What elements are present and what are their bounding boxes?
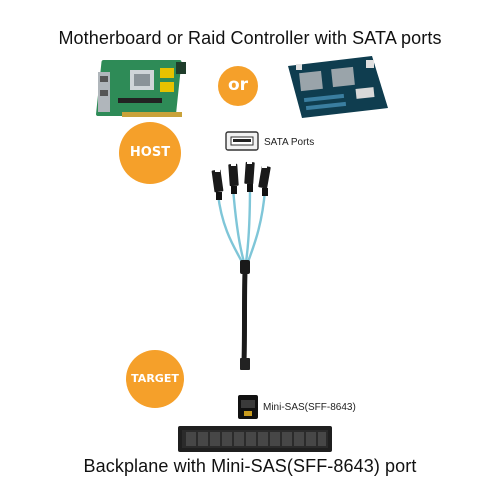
server-motherboard-icon xyxy=(288,56,388,118)
mini-sas-label: Mini-SAS(SFF-8643) xyxy=(263,402,356,413)
or-badge-shape xyxy=(218,66,258,106)
sata-cables xyxy=(216,185,267,263)
sata-connectors xyxy=(211,160,271,193)
top-title: Motherboard or Raid Controller with SATA… xyxy=(58,28,442,48)
sata-ports-label: SATA Ports xyxy=(264,137,315,148)
cable-sleeves xyxy=(216,184,268,200)
target-badge-shape xyxy=(126,350,184,408)
main-cable xyxy=(240,260,250,370)
or-badge: or xyxy=(227,75,249,95)
mini-sas-connector-icon xyxy=(238,395,258,419)
host-badge-shape xyxy=(119,122,181,184)
raid-controller-card-icon xyxy=(96,60,186,117)
host-badge: HOST xyxy=(129,145,171,160)
backplane-chassis-icon xyxy=(178,426,332,452)
target-badge: TARGET xyxy=(131,372,179,385)
sata-port-icon xyxy=(225,131,259,151)
bottom-title: Backplane with Mini-SAS(SFF-8643) port xyxy=(83,456,417,476)
